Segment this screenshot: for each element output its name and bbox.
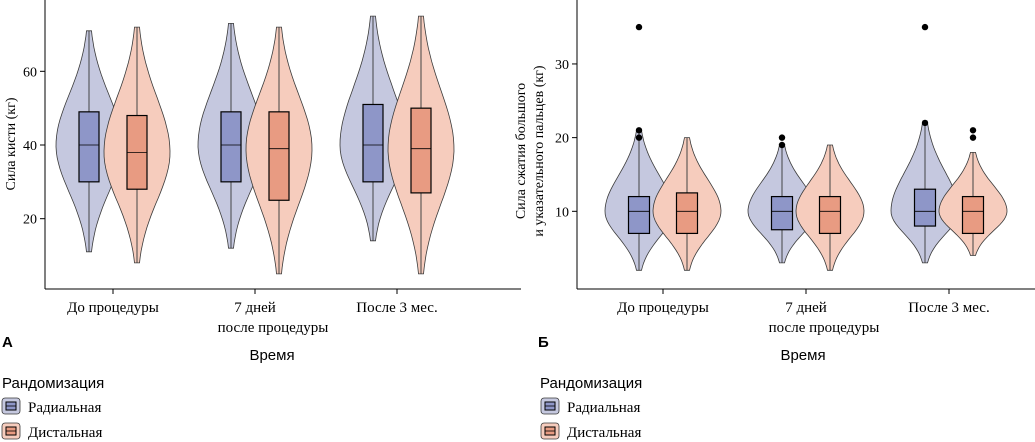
- legend-a-swatch-distal: [1, 422, 21, 440]
- legend-b-swatch-radial: [540, 397, 560, 415]
- legend-a-label-distal: Дистальная: [28, 425, 102, 441]
- panel-b-x-ticks: До процедуры 7 дней после процедуры После 3…: [617, 289, 990, 336]
- y-tick-label-60: 60: [23, 65, 37, 80]
- x-tick-label-0: До процедуры: [67, 300, 159, 316]
- panel-b-y-ticks: 10 20 30: [555, 58, 577, 220]
- panel-b-chart: 10 20 30 До процедуры 7 дней после процедуры…: [514, 0, 1035, 364]
- outlier-radial-0-1: [635, 127, 643, 134]
- legend-b: Рандомизация Радиальная Дистальная: [540, 375, 642, 441]
- outlier-distal-2-1: [969, 134, 977, 141]
- outlier-radial-2-1: [921, 119, 929, 127]
- outlier-radial-0-2: [635, 134, 643, 141]
- panel-b-marks: [604, 23, 1008, 271]
- y-tick-label-20: 20: [555, 132, 569, 147]
- legend-a-item-radial: Радиальная: [1, 397, 101, 416]
- box-radial-2: [362, 103, 384, 183]
- outlier-radial-0-0: [635, 23, 643, 31]
- legend-a: Рандомизация Радиальная Дистальная: [1, 375, 104, 441]
- y-tick-label-10: 10: [555, 205, 569, 220]
- outlier-distal-2-0: [969, 127, 977, 134]
- x-tick-label-1-line2: после процедуры: [769, 320, 880, 336]
- box-radial-1: [770, 195, 794, 231]
- box-radial-1: [220, 111, 242, 183]
- legend-b-title: Рандомизация: [540, 375, 642, 392]
- legend-a-swatch-radial: [1, 397, 21, 415]
- legend-b-swatch-distal: [540, 422, 560, 440]
- y-tick-label-40: 40: [23, 139, 37, 154]
- legend-a-label-radial: Радиальная: [28, 400, 101, 416]
- panel-b-y-axis-label-line1: Сила сжатия большого: [514, 83, 529, 219]
- x-tick-label-1-line2: после процедуры: [218, 320, 329, 336]
- x-tick-label-0: До процедуры: [617, 300, 709, 316]
- legend-b-item-distal: Дистальная: [540, 422, 641, 441]
- panel-a-y-axis-label: Сила кисти (кг): [4, 97, 19, 190]
- x-tick-label-2: После 3 мес.: [908, 300, 989, 316]
- outlier-radial-1-0: [778, 134, 786, 141]
- box-radial-0: [627, 195, 651, 235]
- box-distal-2: [961, 195, 985, 235]
- panel-a-marks: [55, 15, 455, 275]
- box-radial-0: [78, 111, 100, 183]
- outlier-radial-1-1: [778, 141, 786, 149]
- panel-a-x-axis-label: Время: [249, 347, 294, 364]
- panel-a-x-ticks: До процедуры 7 дней после процедуры После 3…: [67, 289, 438, 336]
- box-distal-2: [410, 107, 432, 194]
- box-distal-1: [268, 111, 290, 201]
- panel-a-chart: 20 40 60 До процедуры 7 дней после процедуры…: [2, 0, 521, 364]
- x-tick-label-1: 7 дней: [785, 300, 827, 316]
- legend-a-item-distal: Дистальная: [1, 422, 102, 441]
- panel-a-y-ticks: 20 40 60: [23, 65, 45, 228]
- panel-b-y-axis-label-line2: и указательного пальцев (кг): [532, 65, 547, 236]
- panel-b-letter: Б: [538, 334, 549, 351]
- x-tick-label-1: 7 дней: [234, 300, 276, 316]
- legend-b-item-radial: Радиальная: [540, 397, 640, 416]
- legend-b-label-distal: Дистальная: [567, 425, 641, 441]
- y-tick-label-20: 20: [23, 213, 37, 228]
- box-distal-0: [675, 192, 699, 235]
- legend-a-title: Рандомизация: [2, 375, 104, 392]
- outlier-radial-2-0: [921, 23, 929, 31]
- panel-a-letter: А: [2, 334, 13, 351]
- box-distal-1: [818, 195, 842, 235]
- x-tick-label-2: После 3 мес.: [356, 300, 437, 316]
- panel-b-x-axis-label: Время: [780, 347, 825, 364]
- legend-b-label-radial: Радиальная: [567, 400, 640, 416]
- box-radial-2: [913, 188, 937, 227]
- y-tick-label-30: 30: [555, 58, 569, 73]
